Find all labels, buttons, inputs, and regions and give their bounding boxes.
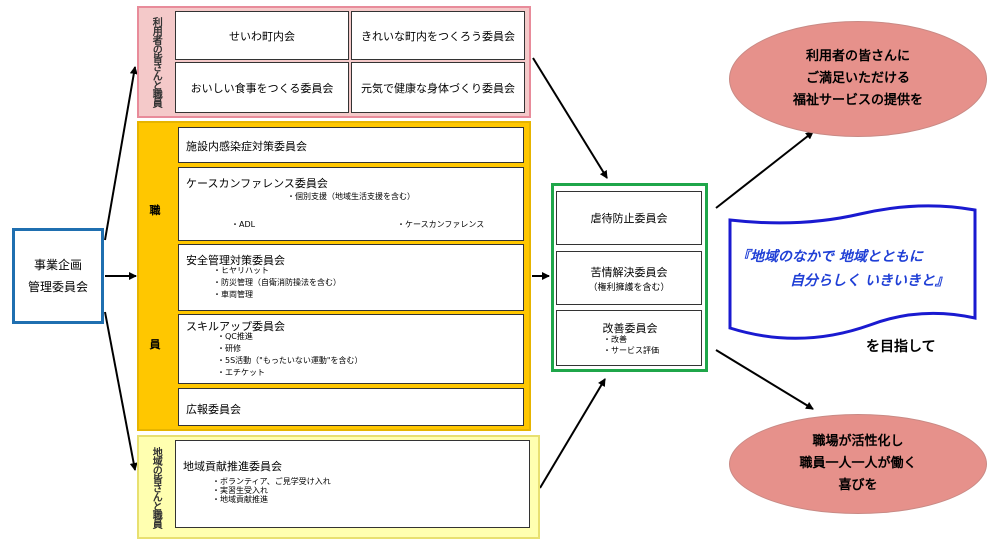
- committee-abuse-prevention: 虐待防止委員会: [556, 191, 702, 245]
- community-item: ・ボランティア、ご見学受け入れ: [212, 477, 331, 486]
- committee-case-conference: ケースカンファレンス委員会 ・個別支援（地域生活支援を含む） ・ADL ・ケース…: [178, 167, 524, 241]
- safety-title: 安全管理対策委員会: [186, 254, 285, 267]
- community-item: ・地域貢献推進: [212, 495, 268, 504]
- arrow-to-users: [104, 66, 138, 241]
- arrow-to-goal-bottom: [715, 349, 814, 410]
- goal-workplace-vitality: 職場が活性化し 職員一人一人が働く 喜びを: [729, 414, 987, 514]
- committee-skill-up: スキルアップ委員会 ・QC推進 ・研修 ・5S活動（"もったいない運動"を含む）…: [178, 314, 524, 384]
- case-item-individual: ・個別支援（地域生活支援を含む）: [287, 192, 415, 201]
- goal-top-line2: ご満足いただける: [805, 71, 910, 86]
- goal-bottom-line1: 職場が活性化し: [812, 434, 904, 449]
- planning-committee-box: 事業企画 管理委員会: [12, 228, 104, 324]
- goal-top-line3: 福祉サービスの提供を: [792, 93, 923, 108]
- committee-infection-control: 施設内感染症対策委員会: [178, 127, 524, 163]
- committee-improvement: 改善委員会 ・改善 ・サービス評価: [556, 310, 702, 366]
- arrow-to-community: [104, 311, 138, 471]
- complaint-title: 苦情解決委員会: [590, 265, 668, 279]
- committee-public-relations: 広報委員会: [178, 388, 524, 426]
- safety-item: ・ヒヤリハット: [213, 266, 269, 275]
- planning-committee-line1: 事業企画: [33, 258, 82, 272]
- arrow-users-to-center: [532, 57, 608, 179]
- skill-item: ・5S活動（"もったいない運動"を含む）: [217, 356, 363, 365]
- skill-item: ・エチケット: [217, 368, 265, 377]
- arrow-to-goal-top: [715, 131, 814, 209]
- case-item-adl: ・ADL: [231, 220, 256, 229]
- users-staff-side-label: 利用者の皆さんと職員: [150, 17, 162, 107]
- arrow-community-to-center: [539, 378, 606, 489]
- complaint-subtitle: （権利擁護を含む）: [588, 282, 670, 293]
- staff-side-label-top: 職: [149, 204, 161, 217]
- committee-seiwa-town: せいわ町内会: [175, 11, 349, 60]
- goal-bottom-line2: 職員一人一人が働く: [799, 456, 917, 471]
- goal-user-satisfaction: 利用者の皆さんに ご満足いただける 福祉サービスの提供を: [729, 21, 987, 137]
- goal-bottom-line3: 喜びを: [838, 478, 878, 493]
- banner-line1: 『地域のなかで 地域とともに: [736, 249, 923, 265]
- planning-committee-line2: 管理委員会: [27, 280, 88, 294]
- committee-complaint-resolution: 苦情解決委員会 （権利擁護を含む）: [556, 251, 702, 305]
- improvement-title: 改善委員会: [602, 322, 658, 335]
- safety-item: ・車両管理: [213, 290, 253, 299]
- aim-text: を目指して: [866, 339, 936, 355]
- case-conference-title: ケースカンファレンス委員会: [186, 177, 328, 190]
- skill-title: スキルアップ委員会: [186, 320, 285, 333]
- community-item: ・実習生受入れ: [212, 486, 268, 495]
- skill-item: ・研修: [217, 344, 241, 353]
- safety-item: ・防災管理（自衛消防操法を含む）: [213, 278, 341, 287]
- committee-healthy-body: 元気で健康な身体づくり委員会: [351, 62, 525, 113]
- banner-line2: 自分らしく いきいきと』: [790, 273, 949, 289]
- goal-top-line1: 利用者の皆さんに: [805, 49, 910, 64]
- committee-delicious-meals: おいしい食事をつくる委員会: [175, 62, 349, 113]
- skill-item: ・QC推進: [217, 332, 253, 341]
- staff-side-label-bottom: 員: [149, 338, 161, 351]
- banner-shape: [728, 204, 977, 340]
- case-item-conference: ・ケースカンファレンス: [397, 220, 485, 229]
- improvement-item: ・サービス評価: [603, 346, 659, 355]
- committee-community-contribution: 地域貢献推進委員会 ・ボランティア、ご見学受け入れ ・実習生受入れ ・地域貢献推…: [175, 440, 530, 528]
- improvement-item: ・改善: [603, 335, 627, 344]
- community-side-label: 地域の皆さんと職員: [150, 446, 162, 528]
- community-title: 地域貢献推進委員会: [183, 460, 282, 473]
- committee-safety-management: 安全管理対策委員会 ・ヒヤリハット ・防災管理（自衛消防操法を含む） ・車両管理: [178, 244, 524, 311]
- committee-clean-town: きれいな町内をつくろう委員会: [351, 11, 525, 60]
